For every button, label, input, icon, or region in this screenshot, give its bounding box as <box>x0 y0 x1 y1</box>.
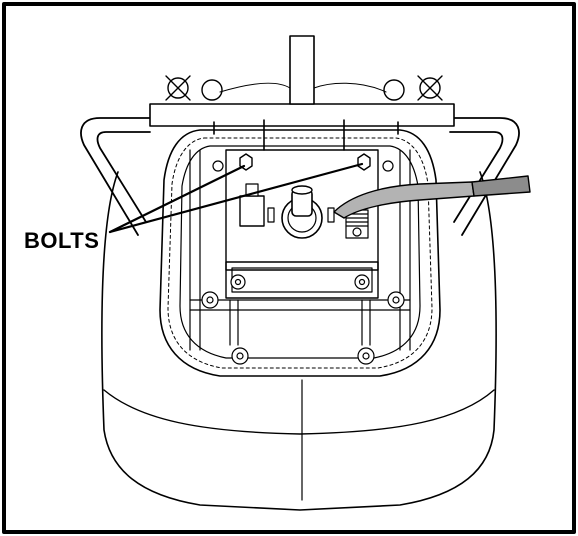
plate-bracket <box>231 267 373 293</box>
lever-grip <box>471 175 531 197</box>
corner-bolt <box>231 347 249 365</box>
mounting-plate <box>225 149 379 271</box>
bolts-callout-label: BOLTS <box>24 228 100 253</box>
leader-line-right-bolt <box>108 162 364 234</box>
corner-bolt <box>354 274 370 290</box>
seat-pan-inner <box>179 145 421 359</box>
seat-pan-outline <box>159 129 441 377</box>
clamp-slot <box>327 207 335 223</box>
adjustment-lever <box>333 181 475 219</box>
clamp-left <box>239 195 265 227</box>
grab-handle-right <box>449 117 520 236</box>
seat-front-curve <box>103 389 495 435</box>
center-post <box>289 35 315 105</box>
cable <box>313 82 387 93</box>
bolt-small <box>212 160 224 172</box>
seat-pan-stitching <box>167 137 433 369</box>
top-crossbar <box>149 103 455 127</box>
cable <box>219 82 291 93</box>
mounting-plate-base <box>225 261 379 299</box>
clamp-slot <box>267 207 275 223</box>
corner-bolt <box>387 291 405 309</box>
grab-handle-right-inner <box>449 131 504 223</box>
knob-left <box>165 75 223 101</box>
corner-bolt <box>230 274 246 290</box>
knob-right <box>383 75 443 101</box>
corner-bolt <box>357 347 375 365</box>
bolt-small <box>382 160 394 172</box>
spindle-top <box>291 185 313 195</box>
hex-bolt-right <box>357 153 371 171</box>
leader-line-left-bolt <box>108 164 246 234</box>
grab-handle <box>80 117 151 236</box>
corner-bolt <box>201 291 219 309</box>
spring-assembly <box>345 209 369 239</box>
grab-handle-inner <box>96 131 151 223</box>
seat-cushion <box>101 171 497 511</box>
